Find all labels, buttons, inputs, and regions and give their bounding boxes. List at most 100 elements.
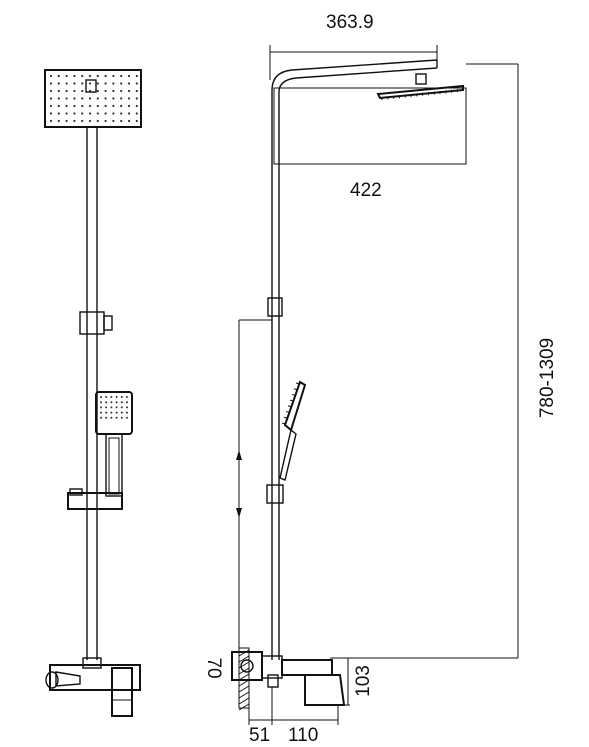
nozzle-dot — [57, 119, 60, 123]
nozzle-dot — [65, 89, 68, 93]
side-mixer-lever — [304, 674, 346, 706]
nozzle-dot — [110, 411, 113, 414]
nozzle-dot — [96, 82, 99, 85]
nozzle-dot — [49, 104, 53, 108]
nozzle-dot — [120, 411, 123, 414]
mixer-height-label: 103 — [353, 665, 374, 697]
nozzle-dot — [96, 112, 99, 115]
nozzle-dot — [88, 74, 92, 78]
nozzle-dot — [120, 74, 123, 78]
nozzle-dot — [127, 119, 131, 123]
nozzle-dot — [81, 112, 84, 115]
nozzle-dot — [96, 104, 99, 108]
nozzle-dot — [100, 396, 102, 398]
hand-shower-nozzles — [100, 396, 128, 419]
nozzle-dot — [127, 74, 131, 78]
nozzle-dot — [57, 74, 60, 78]
nozzle-dot — [105, 396, 108, 398]
side-hand-nozzle — [289, 399, 295, 402]
side-mixer-inlet — [240, 659, 254, 673]
wall-hatch-line — [238, 703, 250, 711]
nozzle-dot — [112, 74, 115, 78]
nozzle-dot — [49, 89, 53, 93]
nozzle-dot — [73, 112, 76, 115]
side-hand-nozzle — [291, 393, 297, 396]
nozzle-dot — [100, 406, 102, 409]
side-mixer-outlet — [267, 674, 279, 688]
nozzle-dot — [104, 97, 107, 100]
nozzle-dot — [126, 411, 128, 414]
nozzle-dot — [120, 416, 123, 419]
front-view — [44, 69, 142, 717]
head-width-box — [273, 87, 467, 165]
nozzle-dot — [88, 119, 92, 123]
nozzle-dot — [120, 396, 123, 398]
side-mixer-body — [281, 659, 333, 676]
nozzle-dot — [120, 119, 123, 123]
nozzle-dot — [100, 411, 102, 414]
nozzle-dot — [127, 112, 131, 115]
nozzle-dot — [105, 416, 108, 419]
nozzle-dot — [57, 97, 60, 100]
side-hand-nozzle — [281, 422, 287, 425]
side-slider-clamp — [266, 484, 284, 504]
front-mixer-lever — [111, 667, 133, 717]
front-mixer-left-cap — [45, 671, 59, 689]
front-mixer-connector — [82, 657, 102, 669]
front-riser-clamp — [79, 311, 105, 335]
nozzle-dot — [65, 112, 68, 115]
nozzle-dot — [120, 89, 123, 93]
side-view — [231, 45, 519, 725]
side-hand-nozzle — [295, 382, 301, 385]
wall-hatch-line — [238, 685, 250, 693]
nozzle-dot — [120, 112, 123, 115]
nozzle-dot — [135, 74, 138, 78]
nozzle-dot — [49, 74, 53, 78]
inlet-depth-label: 51 — [249, 725, 270, 746]
overhead-shower-head — [44, 69, 142, 128]
nozzle-dot — [100, 416, 102, 419]
nozzle-dot — [126, 416, 128, 419]
wall-hatch-line — [238, 655, 250, 663]
nozzle-dot — [115, 401, 118, 404]
nozzle-dot — [100, 401, 102, 404]
nozzle-dot — [127, 82, 131, 85]
height-range-label: 780-1309 — [537, 338, 558, 418]
nozzle-dot — [120, 82, 123, 85]
nozzle-dot — [104, 112, 107, 115]
head-width-label: 422 — [350, 180, 382, 201]
nozzle-dot — [65, 82, 68, 85]
nozzle-dot — [88, 97, 92, 100]
front-clamp-knob — [103, 315, 113, 331]
wall-section — [238, 647, 250, 709]
side-hand-shower-handle — [279, 428, 297, 481]
side-head-nozzles — [381, 89, 458, 100]
nozzle-dot — [49, 119, 53, 123]
nozzle-dot — [135, 119, 138, 123]
nozzle-dot — [104, 82, 107, 85]
front-mixer-body — [49, 664, 141, 691]
side-hand-nozzles — [281, 382, 301, 425]
nozzle-dot — [112, 112, 115, 115]
nozzle-dot — [73, 97, 76, 100]
nozzle-dot — [112, 119, 115, 123]
nozzle-dot — [81, 74, 84, 78]
nozzle-dot — [81, 89, 84, 93]
nozzle-dot — [73, 74, 76, 78]
overhead-shower-nozzles — [49, 74, 138, 123]
nozzle-dot — [96, 89, 99, 93]
wall-hatch-line — [238, 697, 250, 705]
head-connector — [85, 79, 97, 93]
nozzle-dot — [65, 97, 68, 100]
side-hand-nozzle — [283, 416, 289, 419]
nozzle-dot — [135, 104, 138, 108]
nozzle-dot — [65, 74, 68, 78]
side-hand-nozzle — [287, 405, 293, 408]
side-riser-outer — [271, 59, 438, 660]
nozzle-dot — [88, 112, 92, 115]
side-head-connector — [415, 73, 427, 85]
nozzle-dot — [135, 89, 138, 93]
nozzle-dot — [110, 416, 113, 419]
nozzle-dot — [115, 396, 118, 398]
